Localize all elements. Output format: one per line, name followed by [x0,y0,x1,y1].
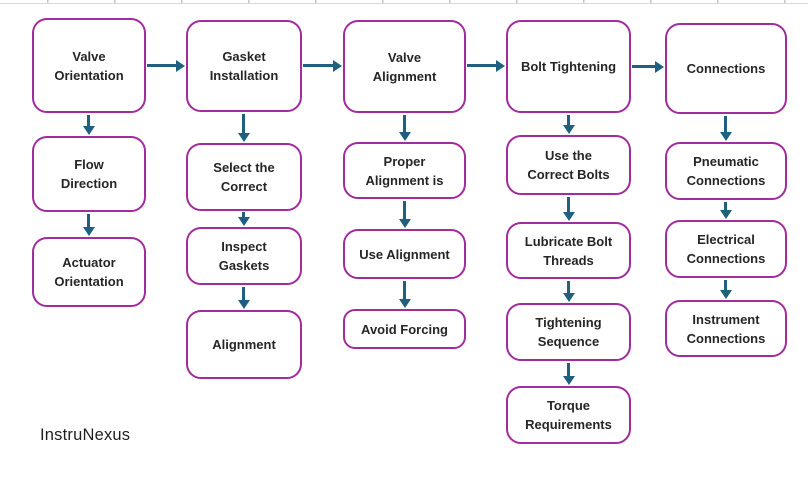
flow-box-lubricate-bolt-threads: Lubricate Bolt Threads [506,222,631,279]
brand-logo-text: InstruNexus [40,426,131,444]
arrow-right-bolt-tightening-to-connections [632,65,655,68]
arrow-down-use-the-correct-bolts-to-lubricate-bolt-threads [567,197,570,212]
flow-box-avoid-forcing: Avoid Forcing [343,309,466,349]
flow-box-label: Inspect Gaskets [218,239,270,273]
flow-box-electrical-connections: Electrical Connections [665,220,787,278]
ruler-edge [0,0,808,4]
arrow-down-electrical-connections-to-instrument-connections [724,280,727,290]
arrow-down-flow-direction-to-actuator-orientation [87,214,90,227]
flow-box-label: Valve Orientation [54,48,124,83]
flow-box-alignment: Alignment [186,310,302,379]
flow-box-valve-orientation: Valve Orientation [32,18,146,113]
arrow-down-select-the-correct-to-inspect-gaskets [242,212,245,217]
arrow-right-valve-orientation-to-gasket-installation [147,64,176,67]
flow-box-proper-alignment-is: Proper Alignment is [343,142,466,199]
arrow-down-gasket-installation-to-select-the-correct [242,114,245,133]
flow-box-tightening-sequence: Tightening Sequence [506,303,631,361]
flow-box-valve-alignment: Valve Alignment [343,20,466,113]
arrow-down-connections-to-pneumatic-connections [724,116,727,132]
flow-box-label: Flow Direction [60,157,118,191]
flow-box-label: Connections [686,61,766,76]
arrow-down-inspect-gaskets-to-alignment [242,287,245,300]
flow-box-label: Tightening Sequence [535,315,602,349]
arrow-down-bolt-tightening-to-use-the-correct-bolts [567,115,570,125]
flow-box-label: Gasket Installation [209,49,279,83]
flow-box-label: Torque Requirements [525,398,612,432]
flow-box-label: Bolt Tightening [520,59,617,74]
arrow-down-pneumatic-connections-to-electrical-connections [724,202,727,210]
flow-box-label: Electrical Connections [686,232,766,266]
flow-box-label: Lubricate Bolt Threads [524,233,613,268]
flow-box-use-alignment: Use Alignment [343,229,466,279]
arrow-down-use-alignment-to-avoid-forcing [403,281,406,299]
flow-box-use-the-correct-bolts: Use the Correct Bolts [506,135,631,195]
flow-box-gasket-installation: Gasket Installation [186,20,302,112]
flow-box-label: Use Alignment [359,246,450,262]
flow-box-actuator-orientation: Actuator Orientation [32,237,146,307]
flow-box-label: Pneumatic Connections [686,154,766,188]
arrow-down-lubricate-bolt-threads-to-tightening-sequence [567,281,570,293]
flow-box-label: Proper Alignment is [365,153,444,188]
flow-box-pneumatic-connections: Pneumatic Connections [665,142,787,200]
flow-box-connections: Connections [665,23,787,114]
flow-box-instrument-connections: Instrument Connections [665,300,787,357]
flow-box-label: Use the Correct Bolts [527,148,610,182]
flow-box-label: Select the Correct [213,160,275,194]
flow-box-bolt-tightening: Bolt Tightening [506,20,631,113]
arrow-down-tightening-sequence-to-torque-requirements [567,363,570,376]
flow-box-torque-requirements: Torque Requirements [506,386,631,444]
flow-box-label: Alignment [212,337,276,352]
flow-box-inspect-gaskets: Inspect Gaskets [186,227,302,285]
flow-box-select-the-correct: Select the Correct [186,143,302,211]
flow-box-label: Avoid Forcing [361,321,448,337]
arrow-down-valve-alignment-to-proper-alignment-is [403,115,406,132]
arrow-down-proper-alignment-is-to-use-alignment [403,201,406,219]
flow-box-label: Valve Alignment [372,49,437,84]
flow-box-flow-direction: Flow Direction [32,136,146,212]
flow-box-label: Instrument Connections [686,311,766,346]
flow-box-label: Actuator Orientation [54,255,124,289]
arrow-right-valve-alignment-to-bolt-tightening [467,64,496,67]
arrow-down-valve-orientation-to-flow-direction [87,115,90,126]
arrow-right-gasket-installation-to-valve-alignment [303,64,333,67]
